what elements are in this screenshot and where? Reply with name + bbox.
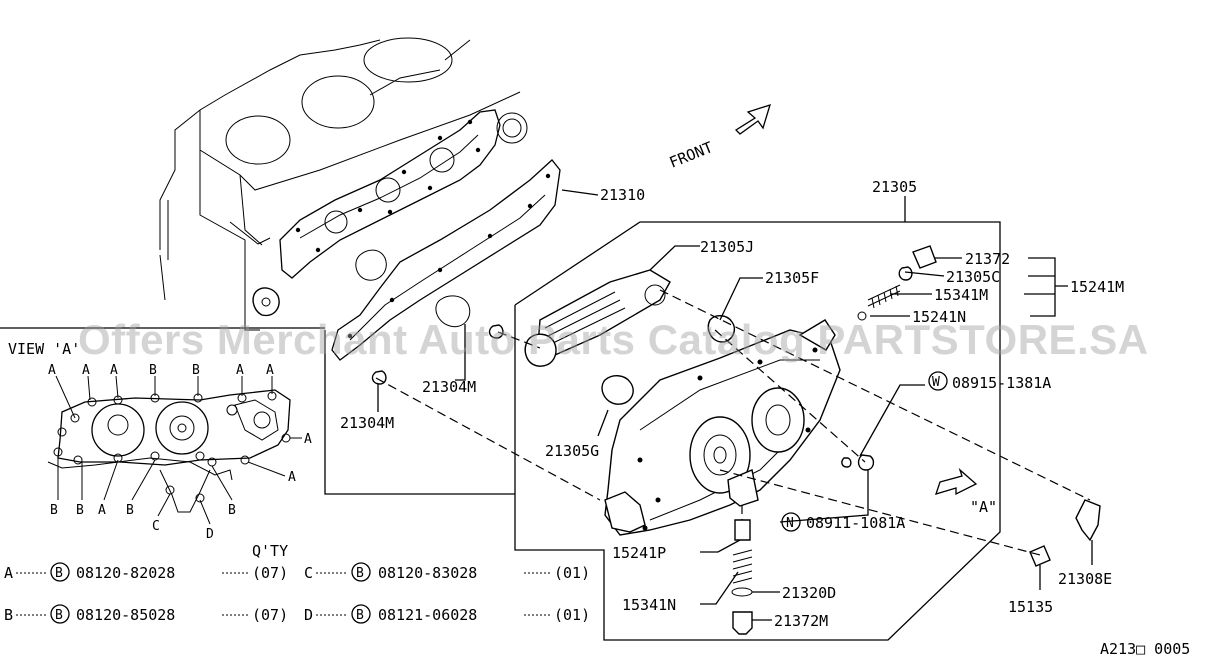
legend-a-qty: (07) [252, 564, 288, 582]
view-a-bolt-b5: B [126, 503, 134, 518]
view-a-bolt-b4: B [76, 503, 84, 518]
engine-block [159, 37, 521, 331]
view-a-bolt-a2: A [82, 363, 90, 378]
view-a-arrow: "A" [934, 467, 997, 516]
view-a-bolt-a3: A [110, 363, 118, 378]
label-15341m: 15341M [934, 286, 988, 304]
label-08911-1081a: 08911-1081A [806, 514, 905, 532]
front-label: FRONT [667, 138, 716, 172]
label-15241n: 15241N [912, 308, 966, 326]
view-a-bolt-b1: B [149, 363, 157, 378]
label-21305: 21305 [872, 178, 917, 196]
label-08915-1381a: 08915-1381A [952, 374, 1051, 392]
bolt-qty-legend: Q'TY A B 08120-82028 (07) C B 08120-8302… [4, 542, 590, 624]
label-21305f: 21305F [765, 269, 819, 287]
label-21304m-lower: 21304M [340, 414, 394, 432]
legend-c-key: C [304, 564, 313, 582]
label-21305c: 21305C [946, 268, 1000, 286]
legend-d-key: D [304, 606, 313, 624]
front-arrow: FRONT [667, 104, 771, 172]
label-21372: 21372 [965, 250, 1010, 268]
view-a-inset: VIEW 'A' A A A B B A A A A B B [0, 327, 325, 542]
label-15341n: 15341N [622, 596, 676, 614]
view-a-title: VIEW 'A' [8, 340, 80, 358]
legend-a-symbol: B [55, 566, 63, 581]
legend-c-part: 08120-83028 [378, 564, 477, 582]
view-a-bolt-a8: A [98, 503, 106, 518]
gasket-21310 [279, 109, 528, 279]
legend-b-symbol: B [55, 608, 63, 623]
label-21320d: 21320D [782, 584, 836, 602]
legend-b-key: B [4, 606, 13, 624]
legend-d-symbol: B [356, 608, 364, 623]
view-a-bolt-a1: A [48, 363, 56, 378]
view-a-bolt-b6: B [228, 503, 236, 518]
relief-valve-parts [731, 245, 1101, 635]
part-labels: 21310 21305 21305J 21305F 21372 21305C 1… [340, 178, 1124, 630]
legend-a-part: 08120-82028 [76, 564, 175, 582]
label-21304m-upper: 21304M [422, 378, 476, 396]
qty-header: Q'TY [252, 542, 288, 560]
label-15241p: 15241P [612, 544, 666, 562]
legend-c-symbol: B [356, 566, 364, 581]
legend-b-part: 08120-85028 [76, 606, 175, 624]
view-a-bolt-a7: A [288, 470, 296, 485]
label-21308e: 21308E [1058, 570, 1112, 588]
view-a-bolt-c: C [152, 519, 160, 534]
label-21305g: 21305G [545, 442, 599, 460]
oil-pump-assembly [524, 269, 841, 536]
view-a-bolt-d: D [206, 527, 214, 542]
view-a-bolt-a5: A [266, 363, 274, 378]
view-a-bolt-a6: A [304, 432, 312, 447]
legend-a-key: A [4, 564, 13, 582]
reference-frames [324, 196, 1001, 641]
gasket-21304m [331, 159, 561, 385]
view-a-bolt-a4: A [236, 363, 244, 378]
leader-lines [377, 189, 1093, 621]
label-21310: 21310 [600, 186, 645, 204]
diagram-code: A213□ 0005 [1100, 640, 1190, 658]
view-a-arrow-label: "A" [970, 498, 997, 516]
label-21305j: 21305J [700, 238, 754, 256]
legend-d-part: 08121-06028 [378, 606, 477, 624]
symbol-n: N [786, 516, 794, 531]
label-15135: 15135 [1008, 598, 1053, 616]
label-15241m: 15241M [1070, 278, 1124, 296]
legend-c-qty: (01) [554, 564, 590, 582]
legend-b-qty: (07) [252, 606, 288, 624]
view-a-bolt-b2: B [192, 363, 200, 378]
label-21372m: 21372M [774, 612, 828, 630]
dashed-alignment-lines [375, 289, 1091, 556]
view-a-bolt-b3: B [50, 503, 58, 518]
legend-d-qty: (01) [554, 606, 590, 624]
watermark: Offers Merchant Auto Parts Catalog PARTS… [78, 316, 1149, 363]
symbol-w: W [932, 375, 940, 390]
